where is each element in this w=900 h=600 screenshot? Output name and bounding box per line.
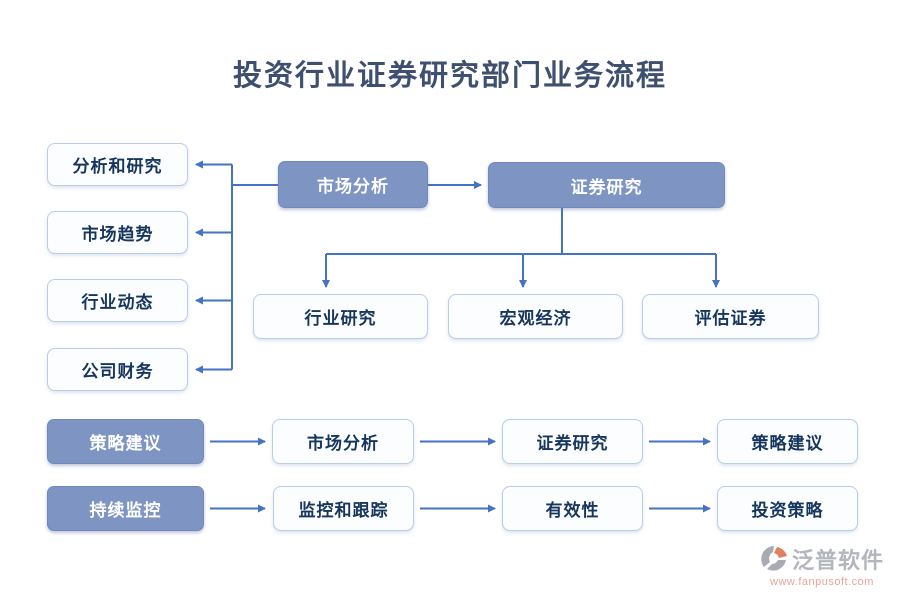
node-label: 宏观经济 <box>499 309 572 328</box>
node-analysis-and-research: 分析和研究 <box>47 143 188 186</box>
node-label: 监控和跟踪 <box>298 501 389 520</box>
node-securities-research: 证券研究 <box>488 162 725 208</box>
node-investment-strategy: 投资策略 <box>717 486 858 531</box>
node-label: 公司财务 <box>81 362 154 381</box>
node-label: 行业研究 <box>304 309 377 328</box>
node-label: 策略建议 <box>89 434 162 453</box>
node-label: 分析和研究 <box>72 157 163 176</box>
node-label: 投资策略 <box>751 501 824 520</box>
node-strategy-suggestion-out: 策略建议 <box>717 419 858 464</box>
node-company-finance: 公司财务 <box>47 348 188 391</box>
node-label: 市场分析 <box>307 434 379 453</box>
node-label: 有效性 <box>545 501 600 520</box>
node-label: 市场分析 <box>317 177 389 196</box>
brand-url: www.fanpusoft.com <box>770 576 874 588</box>
node-industry-dynamics: 行业动态 <box>47 279 188 322</box>
node-strategy-securities-research: 证券研究 <box>502 419 643 464</box>
node-label: 市场趋势 <box>81 225 154 244</box>
node-evaluate-securities: 评估证券 <box>642 294 819 339</box>
node-market-trend: 市场趋势 <box>47 211 188 254</box>
node-macro-economy: 宏观经济 <box>448 294 623 339</box>
node-industry-research: 行业研究 <box>253 294 428 339</box>
fanpu-logo-icon <box>761 546 787 571</box>
node-monitor-and-track: 监控和跟踪 <box>273 486 414 531</box>
node-label: 证券研究 <box>570 177 643 197</box>
node-label: 策略建议 <box>751 434 824 453</box>
node-market-analysis: 市场分析 <box>278 161 428 208</box>
node-strategy-market-analysis: 市场分析 <box>272 419 414 464</box>
node-label: 行业动态 <box>81 293 154 312</box>
node-label: 证券研究 <box>536 434 609 453</box>
node-strategy-suggestion-lead: 策略建议 <box>47 419 204 464</box>
node-continuous-monitoring-lead: 持续监控 <box>47 486 204 531</box>
brand-name: 泛普软件 <box>791 548 884 574</box>
page-title: 投资行业证券研究部门业务流程 <box>232 58 667 92</box>
brand-watermark: 泛普软件 www.fanpusoft.com <box>760 543 884 588</box>
node-label: 持续监控 <box>89 501 162 520</box>
node-effectiveness: 有效性 <box>502 486 643 531</box>
node-label: 评估证券 <box>694 309 767 328</box>
